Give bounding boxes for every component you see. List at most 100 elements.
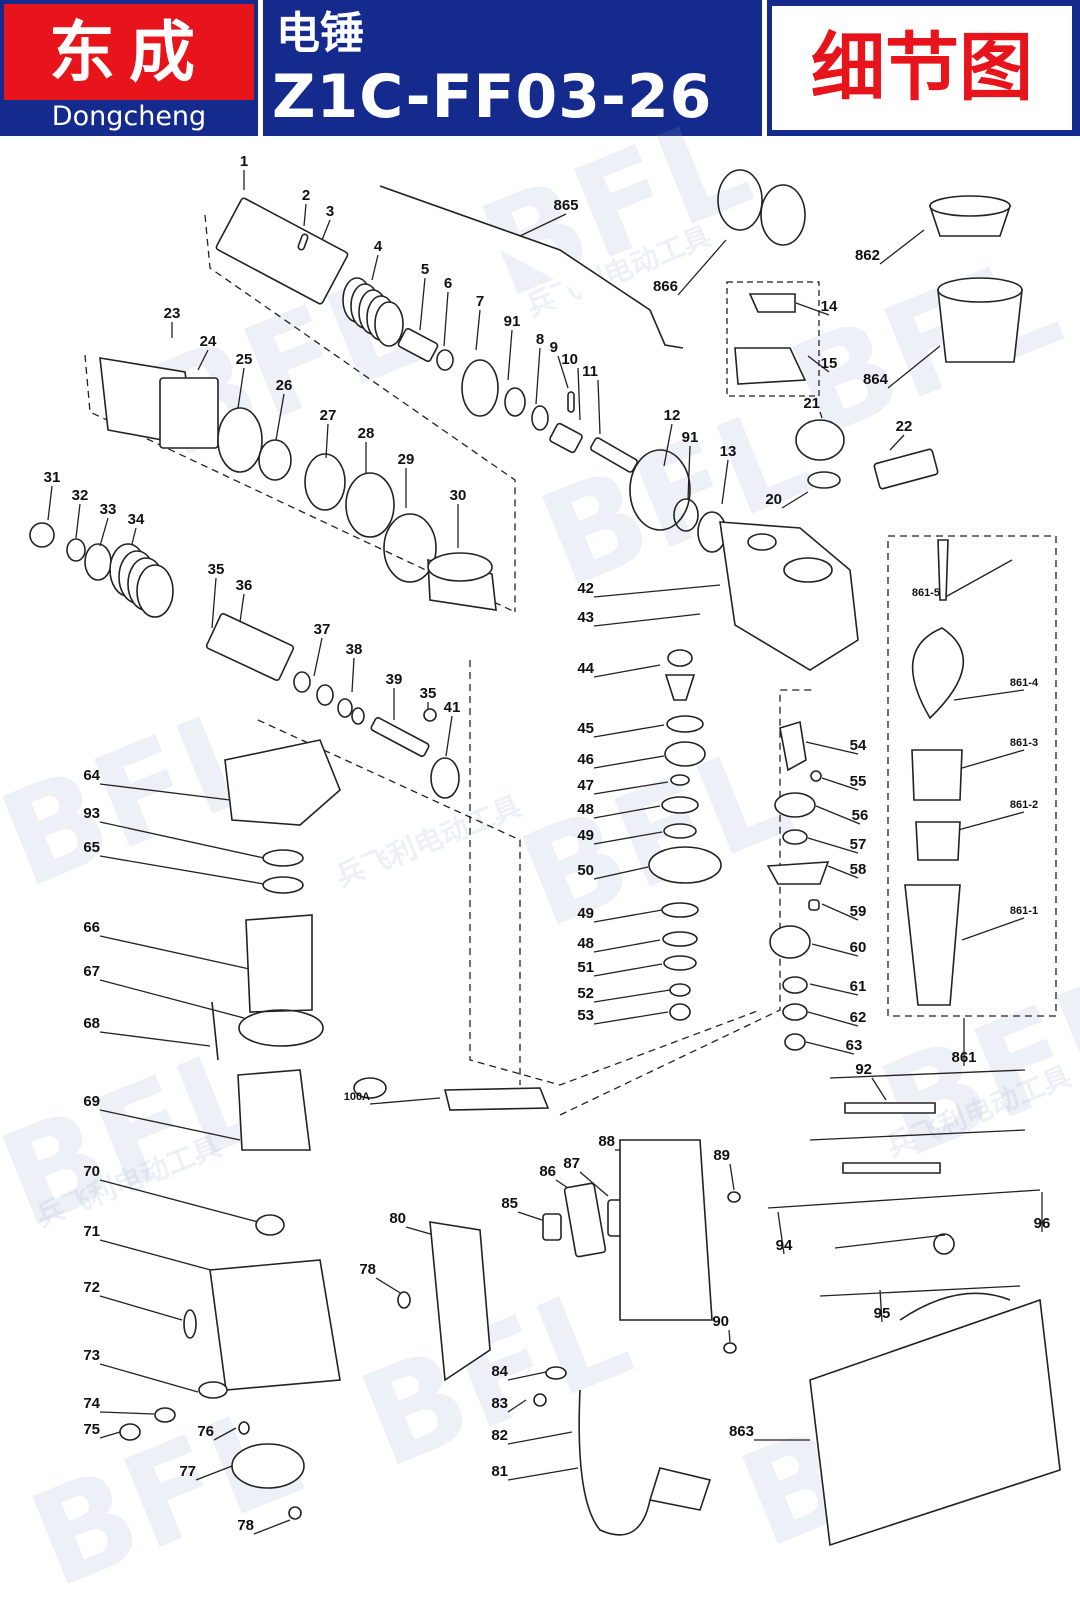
part-ring <box>782 1003 808 1021</box>
callout-number-84: 84 <box>491 1363 508 1380</box>
leader-line <box>939 559 1013 601</box>
leader-line <box>577 367 581 421</box>
assembly-guide <box>469 660 761 1086</box>
part-ring <box>29 522 55 548</box>
leader-line <box>445 715 453 757</box>
callout-number-52: 52 <box>577 985 594 1002</box>
gear-housing <box>719 521 859 671</box>
leader-line <box>961 917 1025 941</box>
part-ring <box>84 543 112 581</box>
leader-line <box>805 741 859 755</box>
part-body <box>549 422 583 454</box>
part-ring <box>648 846 722 884</box>
leader-line <box>99 1109 241 1141</box>
part-ring <box>255 1214 285 1236</box>
callout-number-82: 82 <box>491 1427 508 1444</box>
leader-line <box>99 783 231 801</box>
leader-line <box>237 367 245 409</box>
assembly-guide <box>559 689 812 1116</box>
part-ring <box>383 513 437 583</box>
leader-line <box>767 1189 1041 1209</box>
leader-line <box>517 1211 543 1221</box>
callout-number-20: 20 <box>765 491 782 508</box>
callout-number-861: 861 <box>951 1049 976 1066</box>
part-ring <box>461 359 499 417</box>
part-ring <box>774 792 816 818</box>
brand-logo: 东成 Dongcheng <box>4 4 254 132</box>
part-body <box>808 899 820 911</box>
leader-line <box>781 491 809 509</box>
header-divider <box>258 0 263 136</box>
leader-line <box>593 781 669 795</box>
part-ring <box>782 829 808 845</box>
part-ring <box>531 405 549 431</box>
callout-number-65: 65 <box>83 839 100 856</box>
leader-line <box>593 755 665 769</box>
callout-number-21: 21 <box>803 395 820 412</box>
part-outline <box>734 347 807 385</box>
callout-number-864: 864 <box>863 371 889 388</box>
callout-number-75: 75 <box>83 1421 100 1438</box>
leader-line <box>371 254 379 281</box>
callout-number-73: 73 <box>83 1347 100 1364</box>
part-ring <box>316 684 334 706</box>
callout-number-23: 23 <box>164 305 181 322</box>
part-ring <box>933 1233 955 1255</box>
callout-number-1: 1 <box>240 153 248 170</box>
part-ring <box>669 1003 691 1021</box>
part-outline <box>779 720 807 772</box>
callout-number-58: 58 <box>850 861 867 878</box>
leader-line <box>535 347 541 405</box>
part-ring <box>663 823 697 839</box>
part-ring <box>423 708 437 722</box>
callout-number-50: 50 <box>577 862 594 879</box>
part-body <box>542 1213 562 1241</box>
callout-number-34: 34 <box>128 511 145 528</box>
leader-line <box>957 811 1025 831</box>
callout-number-80: 80 <box>389 1210 406 1227</box>
gasket-plate <box>443 1087 550 1111</box>
leader-line <box>593 866 649 880</box>
callout-number-93: 93 <box>83 805 100 822</box>
callout-number-78: 78 <box>359 1261 376 1278</box>
part-group-frame <box>726 281 820 397</box>
part-outline <box>911 749 963 801</box>
leader-line <box>99 1363 199 1393</box>
part-ring <box>666 715 704 733</box>
callout-number-77: 77 <box>179 1463 196 1480</box>
wire-set <box>844 1102 936 1114</box>
callout-number-72: 72 <box>83 1279 100 1296</box>
leader-line <box>313 637 323 677</box>
part-ring <box>304 453 346 511</box>
part-ring <box>747 533 777 551</box>
leader-line <box>721 459 729 505</box>
part-body <box>297 233 309 251</box>
leader-line <box>99 1239 219 1273</box>
leader-line <box>593 664 661 678</box>
leader-line <box>507 329 513 381</box>
driveshaft-rod <box>379 185 684 349</box>
leader-line <box>507 1371 547 1381</box>
callout-number-76: 76 <box>197 1423 214 1440</box>
callout-number-39: 39 <box>386 671 403 688</box>
part-ring <box>351 707 365 725</box>
leader-line <box>593 989 671 1003</box>
product-name: 电锤 <box>276 8 364 59</box>
callout-number-861-1: 861-1 <box>1010 905 1038 917</box>
callout-number-44: 44 <box>577 660 594 677</box>
part-ring <box>629 449 691 531</box>
leader-line <box>593 1011 669 1025</box>
callout-number-55: 55 <box>850 773 867 790</box>
callout-number-86: 86 <box>539 1163 556 1180</box>
callout-number-3: 3 <box>326 203 334 220</box>
part-ring <box>397 1291 411 1309</box>
accessory-group-frame <box>887 535 1057 1017</box>
leader-line <box>507 1431 573 1445</box>
part-ring <box>198 1381 228 1399</box>
fan-screw <box>211 1001 219 1061</box>
leader-line <box>809 983 859 996</box>
callout-number-70: 70 <box>83 1163 100 1180</box>
callout-number-35: 35 <box>208 561 225 578</box>
leader-line <box>303 203 307 227</box>
callout-number-861-2: 861-2 <box>1010 799 1038 811</box>
